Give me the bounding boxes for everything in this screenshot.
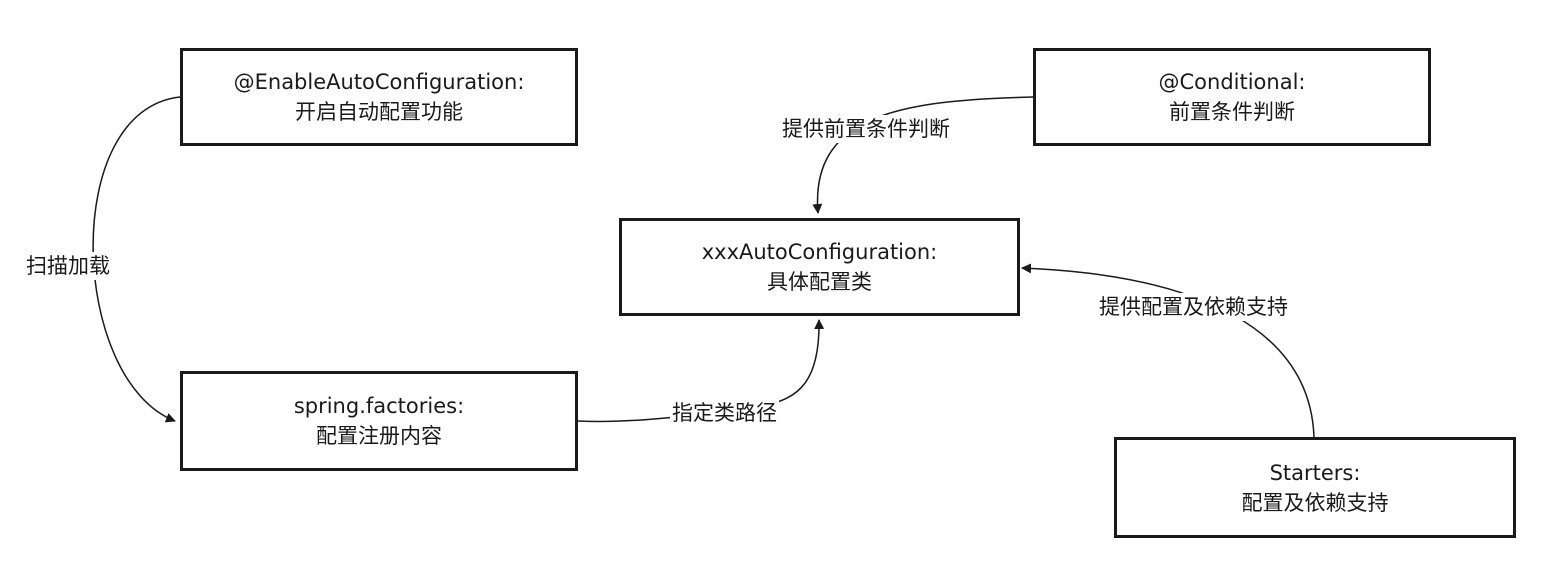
node-factories-desc: 配置注册内容	[316, 424, 442, 448]
node-auto-desc: 具体配置类	[767, 270, 872, 294]
edge-label-starters-provide: 提供配置及依赖支持	[1097, 293, 1290, 321]
node-enable-title: @EnableAutoConfiguration:	[233, 70, 525, 94]
edge-enable-to-factories	[92, 96, 181, 423]
node-starters-title: Starters:	[1269, 460, 1361, 485]
node-starters: Starters: 配置及依赖支持	[1114, 437, 1516, 538]
node-auto-title: xxxAutoConfiguration:	[701, 240, 938, 264]
edge-label-specify-path: 指定类路径	[670, 399, 779, 427]
node-conditional-desc: 前置条件判断	[1169, 100, 1295, 124]
node-factories-title: spring.factories:	[293, 394, 465, 418]
edge-label-scan: 扫描加载	[24, 252, 112, 280]
edge-label-conditional-provide: 提供前置条件判断	[780, 115, 952, 143]
node-enable-auto-configuration: @EnableAutoConfiguration: 开启自动配置功能	[180, 48, 578, 146]
node-enable-desc: 开启自动配置功能	[295, 100, 463, 124]
node-conditional: @Conditional: 前置条件判断	[1033, 48, 1431, 146]
node-spring-factories: spring.factories: 配置注册内容	[180, 371, 578, 471]
node-starters-desc: 配置及依赖支持	[1241, 490, 1389, 515]
node-auto-configuration: xxxAutoConfiguration: 具体配置类	[619, 218, 1020, 316]
node-conditional-title: @Conditional:	[1158, 70, 1306, 94]
